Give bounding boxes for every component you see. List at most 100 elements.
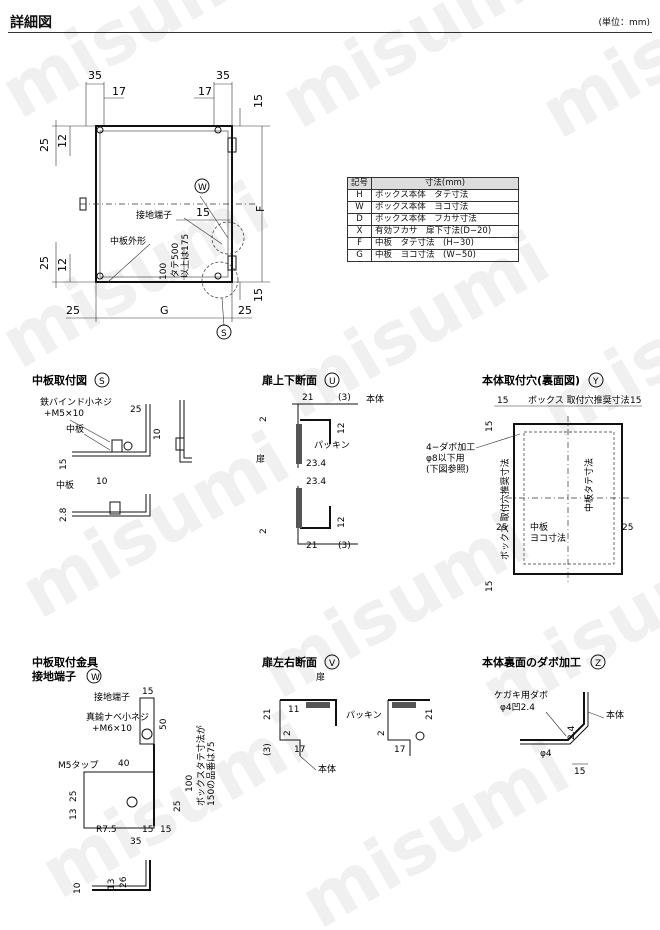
screw-spec: +M6×10 xyxy=(92,724,132,734)
mark-w: W xyxy=(198,183,207,193)
svg-text:10: 10 xyxy=(96,477,108,487)
plate-outline-label: 中板外形 xyxy=(110,235,146,247)
dim-text: 15 xyxy=(252,288,265,302)
svg-text:15: 15 xyxy=(142,687,153,697)
hinge xyxy=(79,197,87,211)
svg-text:25: 25 xyxy=(173,801,183,812)
body-label: 本体 xyxy=(606,709,624,721)
svg-text:17: 17 xyxy=(294,745,305,755)
dim-text: 15 xyxy=(196,206,210,219)
section-y: 本体取付穴(裏面図) Y 15 ボックス 取付穴推奨寸法 15 4−ダボ加工 φ… xyxy=(426,372,642,592)
detail-circle-w xyxy=(211,221,245,255)
section-title: 中板取付金具 xyxy=(32,655,98,669)
mark-w-circle xyxy=(194,178,210,194)
mark-s: S xyxy=(221,329,227,339)
watermark-text: misumi xyxy=(287,725,583,930)
screw-hole xyxy=(96,272,104,280)
svg-text:23.4: 23.4 xyxy=(306,477,326,487)
svg-text:φ4: φ4 xyxy=(540,749,552,759)
svg-text:15: 15 xyxy=(485,581,495,592)
svg-text:25: 25 xyxy=(130,405,141,415)
section-mark: U xyxy=(329,377,336,387)
dim-text: 100 xyxy=(159,263,169,280)
radius-label: R7.5 xyxy=(96,825,117,835)
plate-width-label: ヨコ寸法 xyxy=(530,532,566,544)
dim-text: 15 xyxy=(252,94,265,108)
watermark-text: misumi xyxy=(267,0,563,145)
svg-text:2: 2 xyxy=(259,416,269,422)
section-mark: W xyxy=(91,673,100,683)
section-mark: Y xyxy=(592,377,599,387)
svg-text:40: 40 xyxy=(118,759,130,769)
svg-text:25: 25 xyxy=(496,523,507,533)
packing-label: パッキン xyxy=(314,440,350,451)
svg-text:10: 10 xyxy=(73,882,83,894)
screw-spec: +M5×10 xyxy=(44,409,84,419)
body-label: 本体 xyxy=(318,763,336,775)
unit-note: (単位：mm) xyxy=(598,18,650,28)
watermark-text: misumi xyxy=(527,0,660,155)
svg-text:12: 12 xyxy=(337,517,347,528)
dim-text: 25 xyxy=(38,256,51,270)
svg-text:21: 21 xyxy=(263,709,273,720)
svg-text:11: 11 xyxy=(288,705,299,715)
ground-label: 接地端子 xyxy=(94,691,130,703)
tap-label: M5タップ xyxy=(58,760,99,771)
ground-terminal-label: 接地端子 xyxy=(136,209,172,221)
svg-text:21: 21 xyxy=(306,541,317,551)
top-hole-label: ボックス 取付穴推奨寸法 xyxy=(528,394,630,406)
dim-text: 25 xyxy=(66,304,80,317)
svg-text:2.8: 2.8 xyxy=(59,507,69,522)
svg-text:2: 2 xyxy=(283,730,293,736)
section-v: 扉左右断面 V 扉 パッキン 21 11 2 (3) 17 21 17 2 本体 xyxy=(262,654,435,775)
hole-label: 4−ダボ加工 xyxy=(426,441,475,453)
svg-text:12: 12 xyxy=(337,423,347,434)
section-mark: Z xyxy=(595,659,601,669)
side-hole-label: ボックス 取付穴推奨寸法 xyxy=(499,458,511,560)
screw-label: 真鍮ナベ小ネジ xyxy=(86,711,149,723)
dim-text: 35 xyxy=(216,69,230,82)
svg-text:(3): (3) xyxy=(338,393,351,403)
dim-text: 12 xyxy=(56,258,69,272)
svg-text:15: 15 xyxy=(59,459,69,470)
screw-hole xyxy=(96,126,104,134)
svg-text:13: 13 xyxy=(69,809,79,820)
section-title: 本体裏面のダボ加工 xyxy=(482,655,581,669)
dim-text: G xyxy=(160,304,169,317)
mark-label: ケガキ用ダボ xyxy=(494,689,548,701)
dim-text: 12 xyxy=(56,134,69,148)
svg-text:15: 15 xyxy=(497,396,508,406)
plate-label-2: 中板 xyxy=(56,479,74,491)
dim-text: F xyxy=(254,206,267,212)
svg-text:100: 100 xyxy=(185,775,195,792)
dim-text: 25 xyxy=(38,138,51,152)
svg-text:35: 35 xyxy=(130,837,141,847)
section-title-2: 接地端子 xyxy=(32,669,76,683)
bracket-bottom xyxy=(227,255,237,271)
section-title: 扉左右断面 xyxy=(262,655,317,669)
section-u: 扉上下断面 U 21 (3) 本体 2 12 パッキン 扉 23.4 23.4 … xyxy=(256,372,384,551)
table-header: 記号 xyxy=(346,177,373,190)
svg-text:21: 21 xyxy=(425,709,435,720)
svg-text:2: 2 xyxy=(259,528,269,534)
svg-text:2: 2 xyxy=(377,730,387,736)
svg-text:23.4: 23.4 xyxy=(306,459,326,469)
svg-text:13: 13 xyxy=(107,879,117,890)
title-rule xyxy=(8,32,652,33)
svg-text:21: 21 xyxy=(302,393,313,403)
watermark-text: misumi xyxy=(0,165,283,385)
mark-s-circle xyxy=(216,324,232,340)
dia-label: φ4凹2.4 xyxy=(500,703,535,713)
tate-note: タテ500 xyxy=(170,243,181,278)
section-title: 中板取付図 xyxy=(32,373,87,387)
page-title: 詳細図 xyxy=(10,15,52,31)
svg-text:15: 15 xyxy=(160,825,171,835)
